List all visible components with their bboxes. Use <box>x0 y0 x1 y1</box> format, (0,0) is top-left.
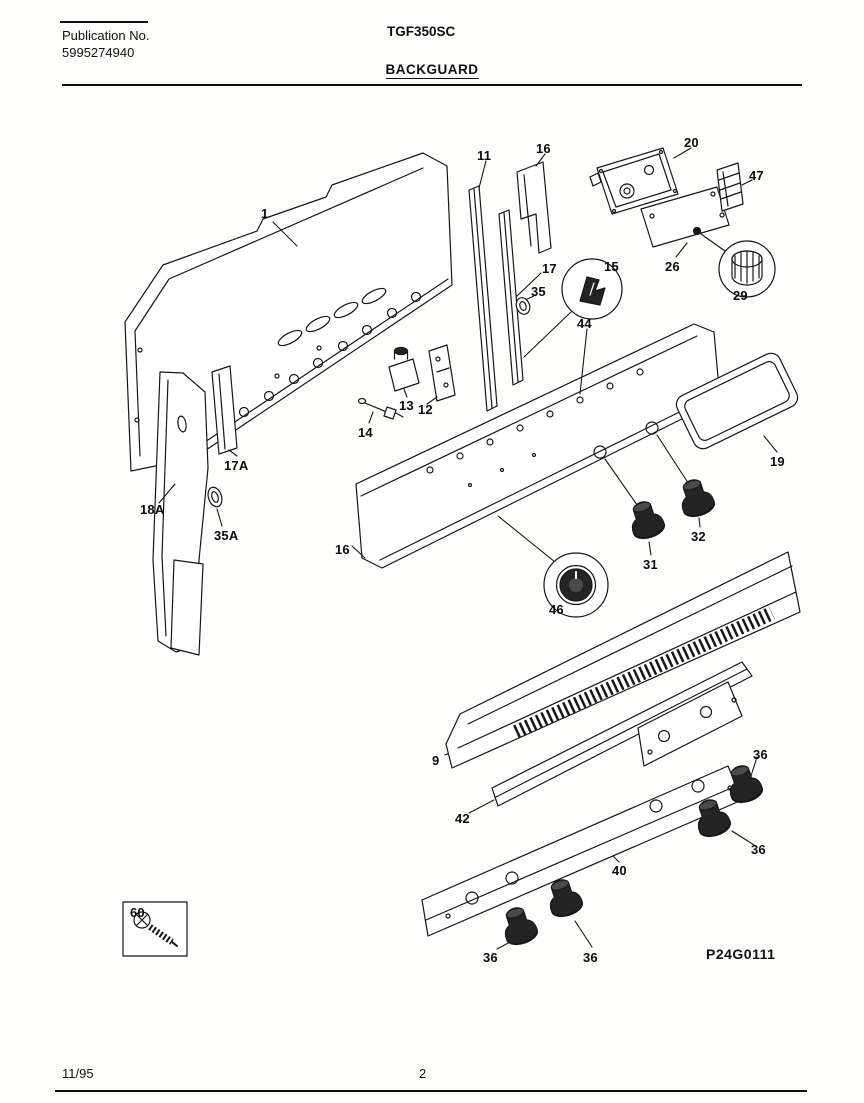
detail-circle-29 <box>718 240 776 298</box>
top-rule <box>60 21 148 23</box>
part-callout-9-22: 9 <box>432 753 440 768</box>
part-grommet-35a <box>207 486 223 508</box>
part-callout-15-6: 15 <box>604 259 619 274</box>
knob-31 <box>624 496 668 543</box>
knob-32 <box>674 474 718 521</box>
part-callout-14-13: 14 <box>358 425 373 440</box>
part-control-panel <box>355 323 721 569</box>
part-support-bracket-17 <box>498 209 524 386</box>
part-callout-32-19: 32 <box>691 529 706 544</box>
part-callout-36-29: 36 <box>583 950 598 965</box>
part-clock-control-board <box>589 147 679 215</box>
part-callout-26-8: 26 <box>665 259 680 274</box>
part-callout-16-18: 16 <box>335 542 350 557</box>
part-switch-13 <box>388 346 420 392</box>
part-callout-42-24: 42 <box>455 811 470 826</box>
part-callout-47-4: 47 <box>749 168 764 183</box>
part-bracket-17a <box>211 365 238 455</box>
part-callout-1-0: 1 <box>261 206 269 221</box>
part-callout-20-3: 20 <box>684 135 699 150</box>
part-callout-36-23: 36 <box>753 747 768 762</box>
part-bracket-47 <box>716 162 744 212</box>
part-callout-29-9: 29 <box>733 288 748 303</box>
knob-36-d <box>497 902 541 949</box>
footer-rule <box>55 1090 807 1092</box>
footer-page-number: 2 <box>419 1066 427 1081</box>
part-callout-31-20: 31 <box>643 557 658 572</box>
model-number: TGF350SC <box>387 24 456 39</box>
part-vent-panel-9 <box>445 551 801 769</box>
part-callout-60-27: 60 <box>130 905 145 920</box>
part-bracket-12 <box>428 344 456 402</box>
section-title-text: BACKGUARD <box>385 62 479 79</box>
part-callout-36-25: 36 <box>751 842 766 857</box>
part-plate-26 <box>640 186 730 248</box>
part-callout-12-12: 12 <box>418 402 433 417</box>
part-callout-17-5: 17 <box>542 261 557 276</box>
part-bracket-16-top <box>516 161 552 254</box>
part-bracket-plate <box>637 681 743 767</box>
part-left-end-trim <box>152 371 209 656</box>
part-rear-panel <box>124 152 453 472</box>
diagram-code: P24G0111 <box>706 946 776 962</box>
footer-date: 11/95 <box>62 1066 94 1081</box>
part-support-bracket-11 <box>468 185 498 412</box>
screw-icon <box>133 911 178 947</box>
part-grommet-35 <box>515 297 531 315</box>
section-title: BACKGUARD <box>0 61 864 79</box>
part-callout-44-10: 44 <box>577 316 592 331</box>
part-callout-18A-16: 18A <box>140 502 165 517</box>
part-glass-panel <box>675 352 799 450</box>
publication-number: 5995274940 <box>62 45 135 60</box>
part-mounting-strip-40 <box>421 765 743 937</box>
detail-circle-46 <box>543 552 609 618</box>
publication-label: Publication No. <box>62 28 150 43</box>
part-callout-13-11: 13 <box>399 398 414 413</box>
part-callout-36-28: 36 <box>483 950 498 965</box>
part-callout-35-7: 35 <box>531 284 546 299</box>
part-callout-40-26: 40 <box>612 863 627 878</box>
part-callout-17A-14: 17A <box>224 458 249 473</box>
part-callout-11-1: 11 <box>477 148 492 163</box>
header-rule <box>62 84 802 86</box>
hardware-box-60 <box>122 901 188 957</box>
part-callout-16-2: 16 <box>536 141 551 156</box>
part-callout-35A-17: 35A <box>214 528 239 543</box>
part-callout-19-15: 19 <box>770 454 785 469</box>
detail-circle-15 <box>561 258 623 320</box>
part-callout-46-21: 46 <box>549 602 564 617</box>
part-igniter-14 <box>357 397 404 420</box>
